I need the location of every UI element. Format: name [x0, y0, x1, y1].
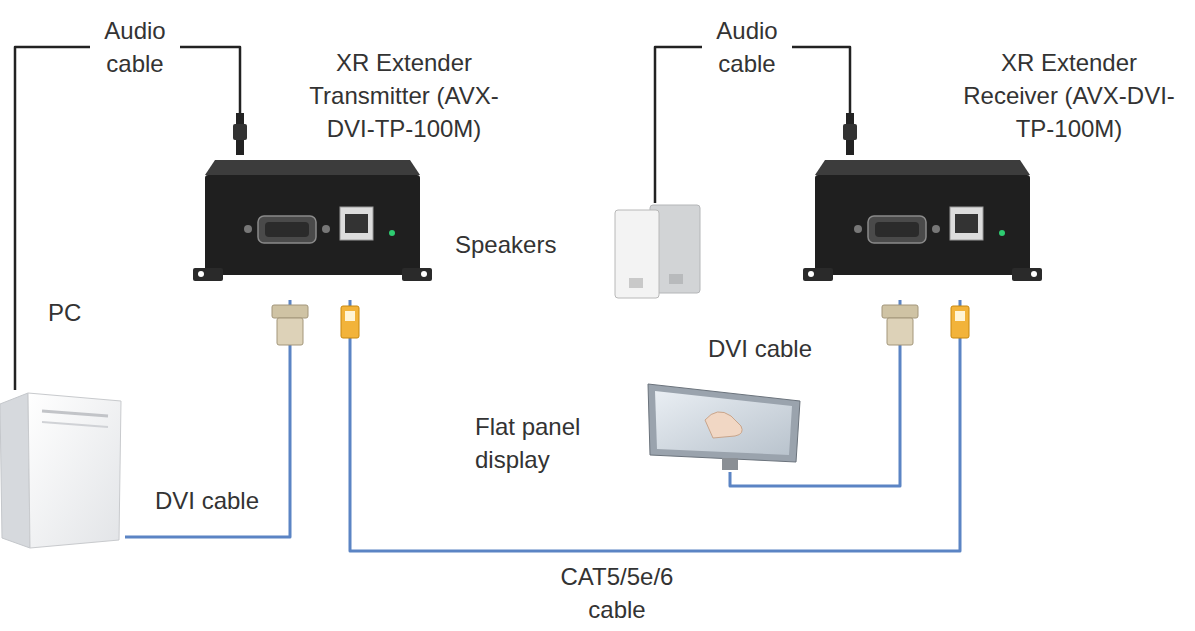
cable-label: CAT5/5e/6 cable	[552, 560, 682, 626]
cable-label: Audio cable	[702, 14, 792, 80]
speakers-illustration	[615, 205, 700, 298]
transmitter-unit	[193, 113, 432, 345]
device-label: Speakers	[455, 228, 595, 261]
dvi-cable	[125, 300, 290, 537]
cable-label: Audio cable	[90, 14, 180, 80]
device-label: Flat panel display	[475, 410, 615, 476]
receiver-unit	[803, 113, 1042, 345]
receiver-node: XR Extender Receiver (AVX-DVI-TP-100M)	[815, 155, 1030, 300]
device-label: XR Extender Receiver (AVX-DVI-TP-100M)	[955, 46, 1183, 145]
display-node: Flat panel display	[643, 380, 803, 472]
cable-label: DVI cable	[142, 484, 272, 517]
pc-node: PC	[0, 390, 125, 548]
speakers-node: Speakers	[612, 203, 704, 301]
transmitter-node: XR Extender Transmitter (AVX-DVI-TP-100M…	[205, 155, 420, 300]
cable-label: DVI cable	[695, 332, 825, 365]
pc-tower	[0, 393, 121, 548]
device-label: XR Extender Transmitter (AVX-DVI-TP-100M…	[290, 46, 518, 145]
cat-cable	[350, 300, 960, 551]
monitor-illustration	[648, 384, 800, 470]
device-label: PC	[48, 296, 108, 329]
